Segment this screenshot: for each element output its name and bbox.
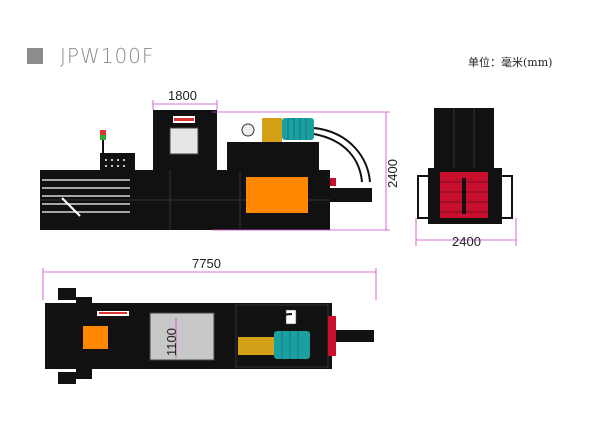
front-cylinder: [330, 188, 372, 202]
front-motor-icon: [282, 118, 314, 140]
front-strap-channels: [42, 179, 130, 213]
front-pump-icon: [262, 118, 282, 142]
side-width-label: 2400: [452, 234, 481, 249]
side-dimension-lines: [415, 218, 517, 246]
top-motor-icon: [274, 331, 310, 359]
top-cylinder-flange: [328, 316, 336, 356]
pressure-gauge-icon: [241, 123, 255, 137]
signal-light-red: [100, 130, 106, 135]
front-view: 1800 2400: [40, 88, 400, 231]
front-lever: [61, 197, 81, 217]
front-hydraulic-station: [227, 142, 319, 172]
signal-light-green: [100, 135, 106, 140]
front-hopper-plate-mark: [174, 118, 194, 121]
top-hopper-window: [149, 312, 215, 361]
top-control-panel: [285, 309, 297, 325]
front-hose: [313, 127, 371, 183]
unit-label: 单位：毫米(mm): [468, 56, 553, 69]
front-width-label: 1800: [168, 88, 197, 103]
front-hopper-window: [169, 127, 199, 155]
top-width-label: 1100: [164, 328, 179, 356]
top-cylinder: [336, 330, 374, 342]
front-height-label: 2400: [385, 159, 400, 188]
title-square-icon: [27, 48, 43, 64]
top-dimension-lines: [42, 268, 377, 358]
top-orange-door: [83, 326, 108, 349]
model-title: JPW100F: [60, 44, 155, 68]
front-control-box: [100, 153, 135, 173]
side-hopper: [434, 108, 494, 168]
top-view: 7750 1100: [42, 256, 377, 384]
front-orange-door: [246, 177, 308, 213]
top-pump-icon: [238, 337, 274, 355]
side-view: 2400: [415, 108, 517, 249]
top-length-label: 7750: [192, 256, 221, 271]
front-dimension-lines: [152, 100, 390, 231]
